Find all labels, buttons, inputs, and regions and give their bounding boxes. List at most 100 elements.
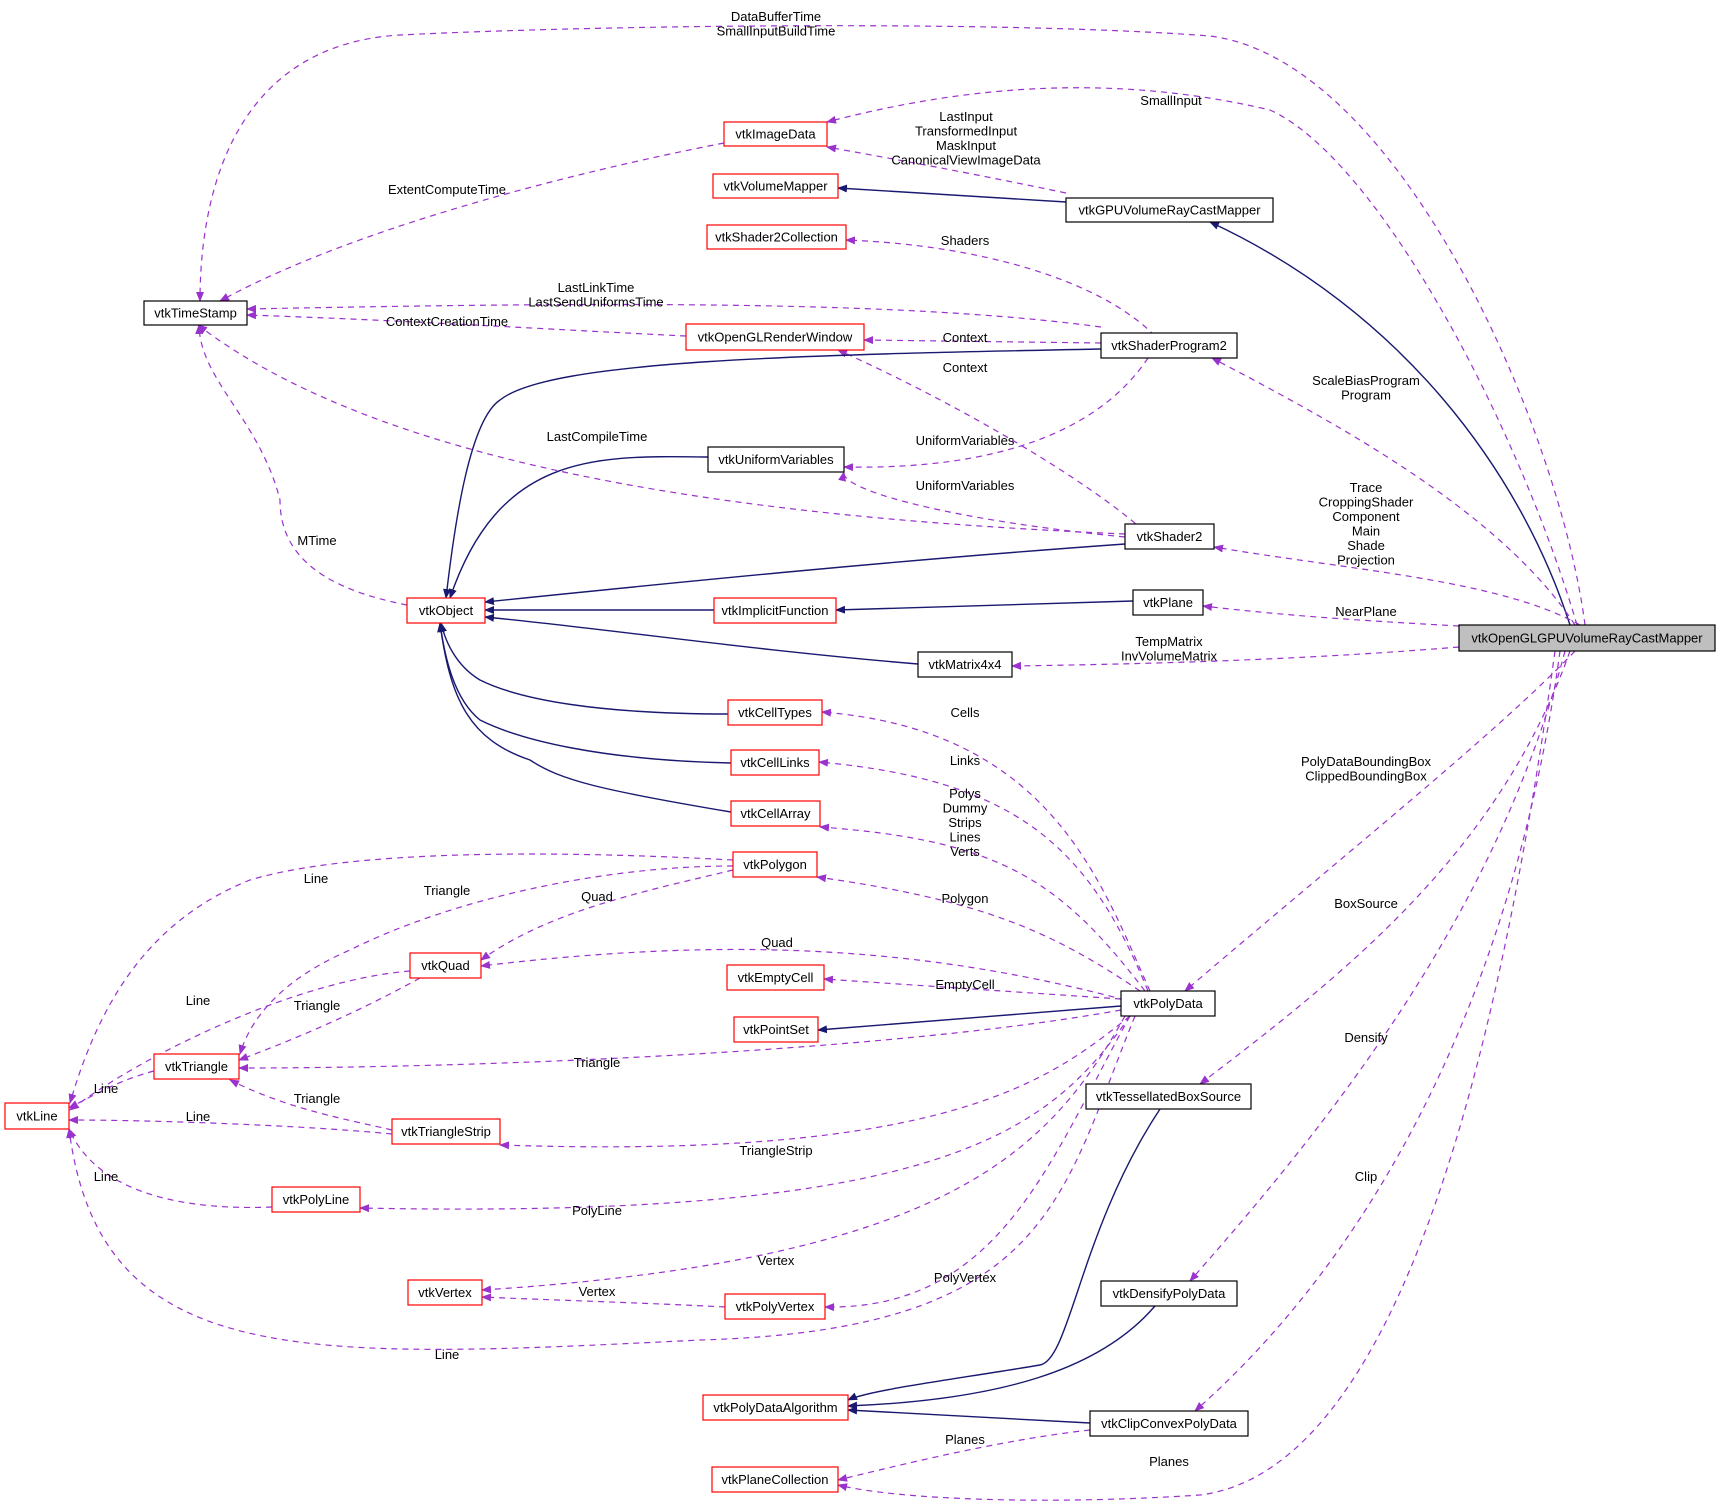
node-box: [406, 597, 486, 624]
edge-label: Polygon: [942, 891, 989, 906]
node-box: [1085, 1083, 1252, 1110]
edge-label: EmptyCell: [935, 977, 994, 992]
member-edge: [824, 1015, 1131, 1312]
edge-label: Links: [950, 753, 981, 768]
member-edge: [238, 865, 734, 1055]
class-node-gpu[interactable]: vtkGPUVolumeRayCastMapper: [1065, 197, 1274, 223]
edge-label-line: InvVolumeMatrix: [1121, 649, 1218, 664]
node-box: [153, 1053, 240, 1080]
inheritance-edge: [439, 622, 729, 715]
class-node-celltypes[interactable]: vtkCellTypes: [727, 699, 823, 726]
edge-label: Line: [94, 1081, 119, 1096]
edge-label: UniformVariables: [916, 433, 1015, 448]
node-label: vtkOpenGLGPUVolumeRayCastMapper: [1471, 631, 1703, 646]
edge-label-line: DataBufferTime: [731, 9, 821, 24]
class-node-implicit[interactable]: vtkImplicitFunction: [713, 597, 837, 624]
class-node-emptycell[interactable]: vtkEmptyCell: [726, 964, 825, 991]
member-edge: [499, 1015, 1131, 1150]
node-box: [685, 323, 865, 351]
class-node-pdalgo[interactable]: vtkPolyDataAlgorithm: [702, 1394, 849, 1421]
edge-label-line: Triangle: [574, 1055, 620, 1070]
class-node-celllinks[interactable]: vtkCellLinks: [730, 749, 820, 776]
node-label: vtkCellLinks: [740, 755, 810, 770]
class-node-polyvertex[interactable]: vtkPolyVertex: [724, 1293, 826, 1320]
edge-label-line: Triangle: [294, 998, 340, 1013]
edge-label-line: Strips: [948, 815, 982, 830]
class-node-main[interactable]: vtkOpenGLGPUVolumeRayCastMapper: [1458, 624, 1716, 652]
node-label: vtkShaderProgram2: [1111, 338, 1227, 353]
class-node-object[interactable]: vtkObject: [406, 597, 486, 624]
class-node-glrw[interactable]: vtkOpenGLRenderWindow: [685, 323, 865, 351]
node-box: [724, 1293, 826, 1320]
edge-label-line: Polys: [949, 786, 981, 801]
class-node-univar[interactable]: vtkUniformVariables: [707, 446, 845, 473]
edge-label-line: Triangle: [294, 1091, 340, 1106]
member-edge: [1202, 603, 1460, 627]
member-edge: [229, 1079, 393, 1131]
edge-label-line: PolyDataBoundingBox: [1301, 754, 1432, 769]
class-node-vertex[interactable]: vtkVertex: [407, 1279, 483, 1306]
node-box: [1100, 332, 1238, 359]
edge-label: Triangle: [294, 1091, 340, 1106]
class-node-clipconvex[interactable]: vtkClipConvexPolyData: [1089, 1410, 1249, 1437]
class-node-s2coll[interactable]: vtkShader2Collection: [706, 224, 847, 250]
node-label: vtkCellArray: [740, 806, 811, 821]
node-box: [1089, 1410, 1249, 1437]
edge-label-line: Main: [1352, 524, 1380, 539]
member-edge: [837, 349, 1153, 539]
class-node-planecoll[interactable]: vtkPlaneCollection: [711, 1466, 839, 1493]
node-label: vtkTessellatedBoxSource: [1096, 1089, 1241, 1104]
class-node-line[interactable]: vtkLine: [4, 1102, 70, 1130]
class-node-imgdata[interactable]: vtkImageData: [723, 121, 828, 147]
edge-label-line: Dummy: [943, 801, 988, 816]
edge-label-line: PolyVertex: [934, 1270, 997, 1285]
class-node-cellarray[interactable]: vtkCellArray: [730, 800, 821, 827]
edge-label: PolyVertex: [934, 1270, 997, 1285]
node-label: vtkMatrix4x4: [929, 657, 1002, 672]
edge-label-line: Line: [186, 993, 211, 1008]
class-node-polyline[interactable]: vtkPolyLine: [271, 1186, 361, 1213]
class-node-polygon[interactable]: vtkPolygon: [732, 851, 818, 878]
class-node-densify[interactable]: vtkDensifyPolyData: [1100, 1280, 1238, 1307]
edge-label-line: Line: [94, 1081, 119, 1096]
node-label: vtkPolyLine: [283, 1192, 349, 1207]
class-node-shader2[interactable]: vtkShader2: [1124, 523, 1215, 550]
class-node-timestamp[interactable]: vtkTimeStamp: [143, 300, 248, 326]
member-edge: [68, 853, 734, 1104]
node-box: [702, 1394, 849, 1421]
class-node-volmap[interactable]: vtkVolumeMapper: [712, 173, 839, 199]
edge-label: UniformVariables: [916, 478, 1015, 493]
class-node-tristrip[interactable]: vtkTriangleStrip: [391, 1118, 501, 1145]
class-node-polydata[interactable]: vtkPolyData: [1120, 990, 1216, 1017]
edge-label-line: Line: [186, 1109, 211, 1124]
class-node-pointset[interactable]: vtkPointSet: [733, 1016, 819, 1043]
inheritance-edge: [484, 543, 1126, 606]
class-node-matrix[interactable]: vtkMatrix4x4: [917, 651, 1013, 678]
node-label: vtkImageData: [735, 127, 816, 142]
edge-label-line: PolyLine: [572, 1203, 622, 1218]
inheritance-edge: [484, 613, 919, 665]
class-node-plane[interactable]: vtkPlane: [1132, 589, 1204, 616]
class-node-quad[interactable]: vtkQuad: [409, 952, 482, 979]
node-box: [733, 1016, 819, 1043]
edge-label: ExtentComputeTime: [388, 182, 506, 197]
node-box: [143, 300, 248, 326]
member-edge: [838, 471, 1126, 538]
member-edge: [826, 87, 1578, 626]
edge-label: Vertex: [579, 1284, 616, 1299]
class-node-tessbox[interactable]: vtkTessellatedBoxSource: [1085, 1083, 1252, 1110]
class-node-triangle[interactable]: vtkTriangle: [153, 1053, 240, 1080]
node-box: [713, 597, 837, 624]
edge-label: Triangle: [294, 998, 340, 1013]
inheritance-edge: [437, 622, 732, 764]
edge-label-line: MaskInput: [936, 138, 996, 153]
edge-label-line: ClippedBoundingBox: [1305, 769, 1427, 784]
node-label: vtkQuad: [421, 958, 469, 973]
class-node-sp2[interactable]: vtkShaderProgram2: [1100, 332, 1238, 359]
edge-label: ContextCreationTime: [386, 314, 508, 329]
member-edge: [66, 1015, 1136, 1350]
member-edge: [481, 1293, 726, 1308]
